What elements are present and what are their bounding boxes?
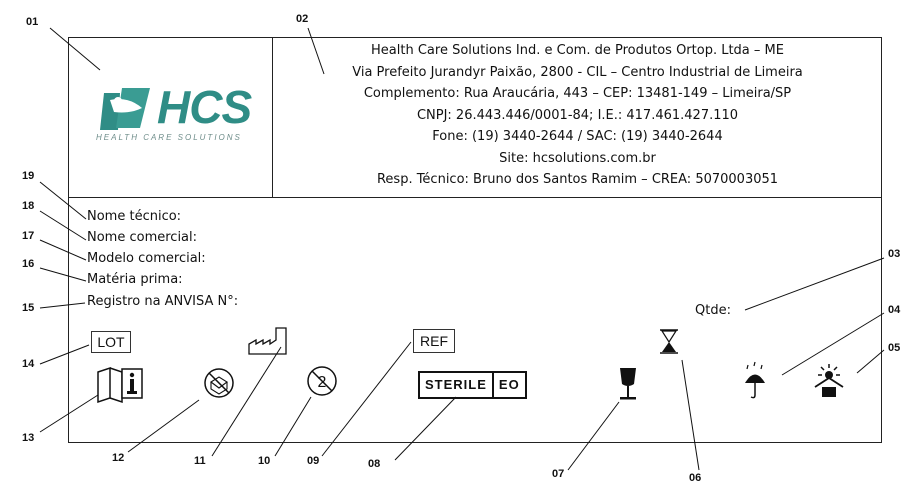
- lot-symbol: LOT: [91, 331, 131, 353]
- callout-03: 03: [888, 248, 901, 260]
- divider-horizontal: [68, 197, 882, 198]
- damaged-package-icon: [204, 368, 234, 398]
- keep-away-sunlight-icon: [814, 364, 844, 397]
- callout-10: 10: [258, 455, 271, 467]
- sterile-eo-symbol: STERILE EO: [418, 371, 527, 399]
- callout-08: 08: [368, 458, 381, 470]
- divider-vertical: [272, 37, 273, 197]
- svg-text:2: 2: [318, 374, 327, 391]
- hourglass-icon: [660, 329, 678, 354]
- callout-05: 05: [888, 342, 901, 354]
- company-line: Via Prefeito Jurandyr Paixão, 2800 - CIL…: [352, 64, 803, 80]
- company-line: Fone: (19) 3440-2644 / SAC: (19) 3440-26…: [432, 129, 723, 144]
- callout-15: 15: [22, 302, 35, 314]
- company-line: Complemento: Rua Araucária, 443 – CEP: 1…: [363, 86, 792, 101]
- callout-04: 04: [888, 304, 901, 316]
- field-registro-anvisa: Registro na ANVISA N°:: [87, 294, 239, 309]
- logo-text: HCS: [157, 81, 252, 133]
- callout-19: 19: [22, 170, 35, 182]
- field-modelo-comercial: Modelo comercial:: [87, 251, 206, 266]
- logo-figure-icon: [100, 88, 150, 130]
- callout-13: 13: [22, 432, 35, 444]
- company-line: CNPJ: 26.443.446/0001-84; I.E.: 417.461.…: [416, 107, 739, 123]
- callout-06: 06: [689, 472, 702, 484]
- sterile-method-text: EO: [491, 373, 525, 397]
- company-info: Health Care Solutions Ind. e Com. de Pro…: [273, 40, 882, 191]
- callout-12: 12: [112, 452, 125, 464]
- callout-09: 09: [307, 455, 320, 467]
- fragile-glass-icon: [620, 368, 636, 400]
- callout-11: 11: [194, 455, 206, 467]
- manufacturer-icon: [248, 327, 287, 355]
- callout-lines: [39, 27, 885, 471]
- field-nome-comercial: Nome comercial:: [87, 230, 198, 245]
- ref-symbol: REF: [413, 329, 455, 353]
- label-frame: [68, 37, 882, 443]
- qtde-label: Qtde:: [695, 303, 731, 318]
- do-not-reuse-icon: 2: [307, 366, 337, 396]
- company-line: Site: hcsolutions.com.br: [499, 150, 656, 166]
- callout-17: 17: [22, 230, 35, 242]
- sterile-text: STERILE: [425, 377, 487, 392]
- company-line: Resp. Técnico: Bruno dos Santos Ramim – …: [376, 172, 779, 187]
- keep-dry-umbrella-icon: [745, 361, 765, 399]
- callout-18: 18: [22, 200, 35, 212]
- logo-subtitle: HEALTH CARE SOLUTIONS: [96, 133, 242, 142]
- callout-02: 02: [296, 13, 309, 25]
- callout-14: 14: [22, 358, 35, 370]
- callout-16: 16: [22, 258, 35, 270]
- callout-07: 07: [552, 468, 565, 480]
- instructions-book-icon: [97, 366, 143, 404]
- field-nome-tecnico: Nome técnico:: [87, 209, 182, 224]
- callout-01: 01: [26, 16, 39, 28]
- company-line: Health Care Solutions Ind. e Com. de Pro…: [371, 43, 784, 58]
- field-materia-prima: Matéria prima:: [87, 272, 183, 287]
